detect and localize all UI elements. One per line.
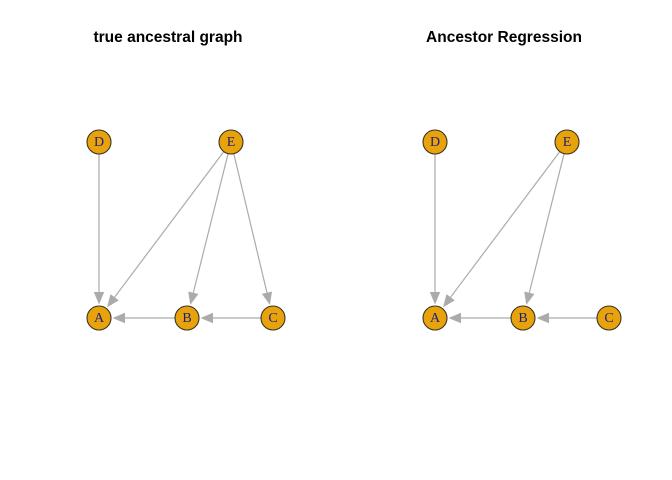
node-circle[interactable] xyxy=(422,305,448,331)
edge-c-to-b xyxy=(200,312,261,324)
edge-b-to-a xyxy=(112,312,175,324)
panel-ancestor-regression: Ancestor Regression D E A B C xyxy=(336,0,672,480)
node-circle[interactable] xyxy=(260,305,286,331)
edge-d-to-a xyxy=(93,154,105,305)
edge-line xyxy=(233,154,268,293)
node-circle[interactable] xyxy=(86,129,112,155)
arrowhead-icon xyxy=(200,312,213,324)
panel-title-left: true ancestral graph xyxy=(93,29,243,46)
arrowhead-icon xyxy=(107,294,119,308)
arrowhead-icon xyxy=(443,294,455,308)
graph-ancestor-regression: D E A B C xyxy=(422,129,622,331)
edge-b-to-a xyxy=(448,312,511,324)
node-b[interactable]: B xyxy=(510,305,536,331)
edge-d-to-a xyxy=(429,154,441,305)
node-c[interactable]: C xyxy=(260,305,286,331)
node-circle[interactable] xyxy=(86,305,112,331)
node-circle[interactable] xyxy=(554,129,580,155)
edge-e-to-c xyxy=(233,154,273,305)
node-d[interactable]: D xyxy=(422,129,448,155)
node-e[interactable]: E xyxy=(218,129,244,155)
node-circle[interactable] xyxy=(218,129,244,155)
edge-line xyxy=(192,153,229,293)
arrowhead-icon xyxy=(188,291,199,305)
arrowhead-icon xyxy=(112,312,125,324)
node-circle[interactable] xyxy=(510,305,536,331)
arrowhead-icon xyxy=(448,312,461,324)
edge-e-to-b xyxy=(188,153,229,305)
edge-line xyxy=(528,153,565,293)
arrowhead-icon xyxy=(524,291,535,305)
arrowhead-icon xyxy=(93,292,105,305)
node-d[interactable]: D xyxy=(86,129,112,155)
edge-e-to-a xyxy=(107,151,224,308)
node-e[interactable]: E xyxy=(554,129,580,155)
arrowhead-icon xyxy=(429,292,441,305)
node-b[interactable]: B xyxy=(174,305,200,331)
node-circle[interactable] xyxy=(174,305,200,331)
node-c[interactable]: C xyxy=(596,305,622,331)
edge-line xyxy=(450,151,560,298)
node-circle[interactable] xyxy=(596,305,622,331)
node-circle[interactable] xyxy=(422,129,448,155)
node-a[interactable]: A xyxy=(422,305,448,331)
panel-title-right: Ancestor Regression xyxy=(426,29,582,46)
edge-line xyxy=(114,151,224,298)
node-a[interactable]: A xyxy=(86,305,112,331)
edge-e-to-a xyxy=(443,151,560,308)
edge-e-to-b xyxy=(524,153,565,305)
graph-true-ancestral-graph: D E A B C xyxy=(86,129,286,331)
panel-true-ancestral-graph: true ancestral graph D E A B C xyxy=(86,29,286,331)
arrowhead-icon xyxy=(261,291,273,305)
edge-c-to-b xyxy=(536,312,597,324)
arrowhead-icon xyxy=(536,312,549,324)
